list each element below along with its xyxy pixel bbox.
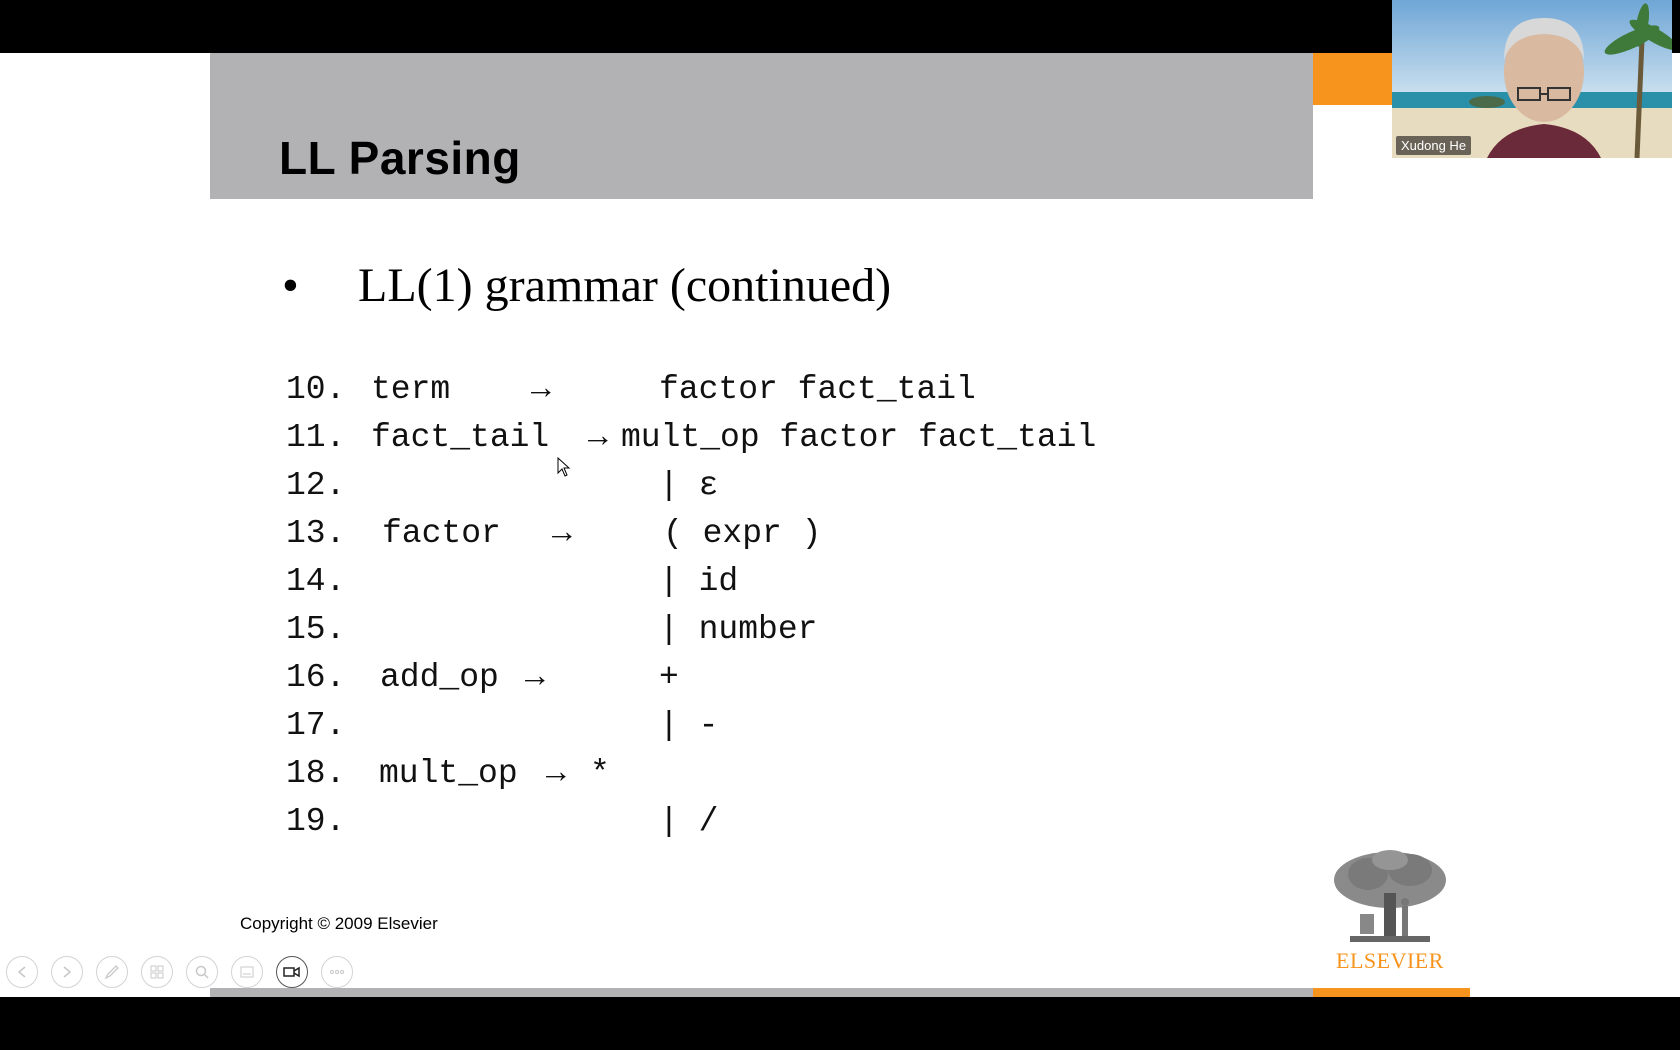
pen-button[interactable] [96, 956, 128, 988]
more-options-button[interactable] [321, 956, 353, 988]
magnifier-icon [195, 965, 209, 979]
rule-number: 14. [286, 563, 346, 600]
rule-lhs: add_op [380, 659, 499, 696]
rule-number: 10. [286, 371, 346, 408]
rule-rhs: | ε [659, 467, 719, 504]
rule-rhs: | number [659, 611, 818, 648]
subtitles-icon [240, 966, 254, 978]
footer-band [210, 988, 1313, 997]
zoom-button[interactable] [186, 956, 218, 988]
rule-number: 11. [286, 419, 346, 456]
rule-lhs: factor [382, 515, 501, 552]
rule-rhs: mult_op factor fact_tail [621, 419, 1097, 456]
rule-number: 19. [286, 803, 346, 840]
rule-arrow: → [552, 515, 572, 552]
previous-icon [17, 966, 26, 978]
rule-number: 15. [286, 611, 346, 648]
rule-rhs: | id [659, 563, 739, 600]
rule-number: 12. [286, 467, 346, 504]
bullet-symbol: • [282, 259, 299, 312]
rule-arrow: → [588, 419, 608, 456]
next-icon [63, 966, 72, 978]
slideshow-toolbar [6, 956, 353, 990]
rule-rhs: | / [659, 803, 719, 840]
rule-lhs: fact_tail [371, 419, 550, 456]
rule-rhs: + [659, 659, 679, 696]
rule-rhs: ( expr ) [663, 515, 822, 552]
rule-lhs: mult_op [379, 755, 518, 792]
participant-video[interactable]: Xudong He [1392, 0, 1672, 158]
rule-number: 13. [286, 515, 346, 552]
bullet-row: • LL(1) grammar (continued) [282, 258, 891, 313]
pen-icon [104, 965, 119, 980]
rule-number: 18. [286, 755, 346, 792]
rule-number: 17. [286, 707, 346, 744]
rule-arrow: → [525, 659, 545, 696]
rule-rhs: | - [659, 707, 719, 744]
rule-number: 16. [286, 659, 346, 696]
rule-arrow: → [531, 371, 551, 408]
rule-rhs: * [590, 755, 610, 792]
participant-name-label: Xudong He [1396, 136, 1472, 155]
camera-button[interactable] [276, 956, 308, 988]
video-feed [1392, 0, 1672, 158]
slide-sorter-button[interactable] [141, 956, 173, 988]
previous-slide-button[interactable] [6, 956, 38, 988]
grid-icon [150, 965, 164, 979]
copyright-text: Copyright © 2009 Elsevier [240, 914, 438, 933]
subtitles-button[interactable] [231, 956, 263, 988]
logo-text: ELSEVIER [1336, 948, 1444, 973]
rule-arrow: → [546, 755, 566, 792]
more-icon [330, 970, 344, 974]
slide-title: LL Parsing [279, 132, 521, 184]
mouse-cursor-icon [557, 457, 571, 477]
bullet-text: LL(1) grammar (continued) [358, 259, 892, 312]
rule-lhs: term [371, 371, 451, 408]
tree-icon [1334, 850, 1446, 942]
slide: LL Parsing • LL(1) grammar (continued) 10… [0, 53, 1680, 997]
header-band [210, 53, 1313, 199]
footer-accent [1313, 988, 1470, 997]
rule-rhs: factor fact_tail [659, 371, 976, 408]
header-accent [1313, 53, 1393, 105]
next-slide-button[interactable] [51, 956, 83, 988]
camera-icon [283, 966, 300, 978]
elsevier-logo: ELSEVIER [1330, 848, 1450, 980]
